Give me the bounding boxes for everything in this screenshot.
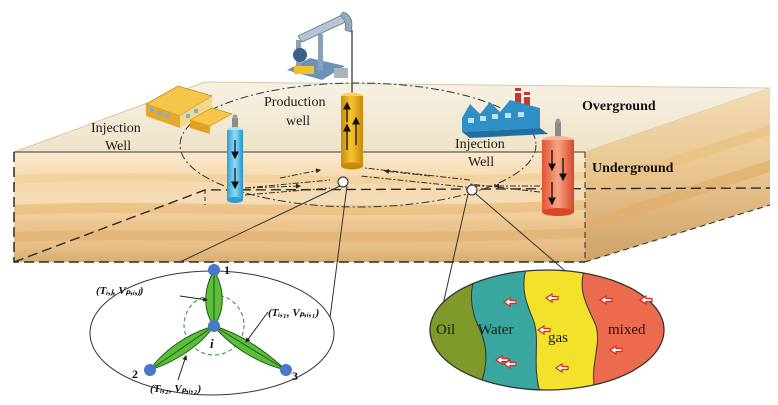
node-1-label: 1: [224, 263, 230, 277]
building-left-icon: [145, 85, 233, 134]
zoom-point-left: [337, 176, 349, 188]
edge-label-2: (Tᵢ,₂, Vₚ,ᵢ,₂): [150, 383, 201, 395]
flow-direction-arrows: [494, 292, 653, 374]
production-well: [341, 86, 363, 170]
node-center: [208, 320, 220, 332]
node-diagram: 1 2 3 i (Tᵢ,ⱼ, Vₚ,ᵢ,ⱼ) (Tᵢ,₁, Vₚ,ᵢ,₁) (T…: [89, 263, 335, 396]
fluid-zone-diagram: Oil Water gas mixed: [429, 269, 665, 391]
node-center-label: i: [210, 336, 214, 351]
label-injection-well-left: Injection Well: [91, 121, 144, 154]
pumpjack-icon: [287, 11, 353, 92]
drainage-ellipse: [179, 82, 537, 208]
node-1: [208, 264, 220, 276]
label-overground: Overground: [582, 99, 656, 114]
ground-block: [13, 81, 771, 263]
label-production-well: Production well: [264, 95, 329, 129]
edge-label-j: (Tᵢ,ⱼ, Vₚ,ᵢ,ⱼ): [96, 285, 143, 297]
ground-side-face: [585, 88, 770, 262]
label-injection-well-right: Injection Well: [455, 137, 508, 170]
node-2-label: 2: [132, 367, 138, 381]
zone-label-water: Water: [478, 322, 513, 338]
edge-label-1: (Tᵢ,₁, Vₚ,ᵢ,₁): [268, 307, 319, 319]
factory-right-icon: [462, 88, 548, 138]
node-3: [280, 364, 292, 376]
zone-label-gas: gas: [548, 330, 568, 346]
injection-well-right: [542, 118, 574, 216]
zoom-point-right: [466, 184, 478, 196]
zone-label-oil: Oil: [436, 322, 455, 338]
node-3-label: 3: [292, 369, 298, 383]
zone-label-mixed: mixed: [608, 322, 646, 338]
node-2: [144, 364, 156, 376]
label-underground: Underground: [592, 161, 674, 176]
flow-paths: [244, 167, 541, 196]
injection-well-left: [227, 114, 243, 203]
